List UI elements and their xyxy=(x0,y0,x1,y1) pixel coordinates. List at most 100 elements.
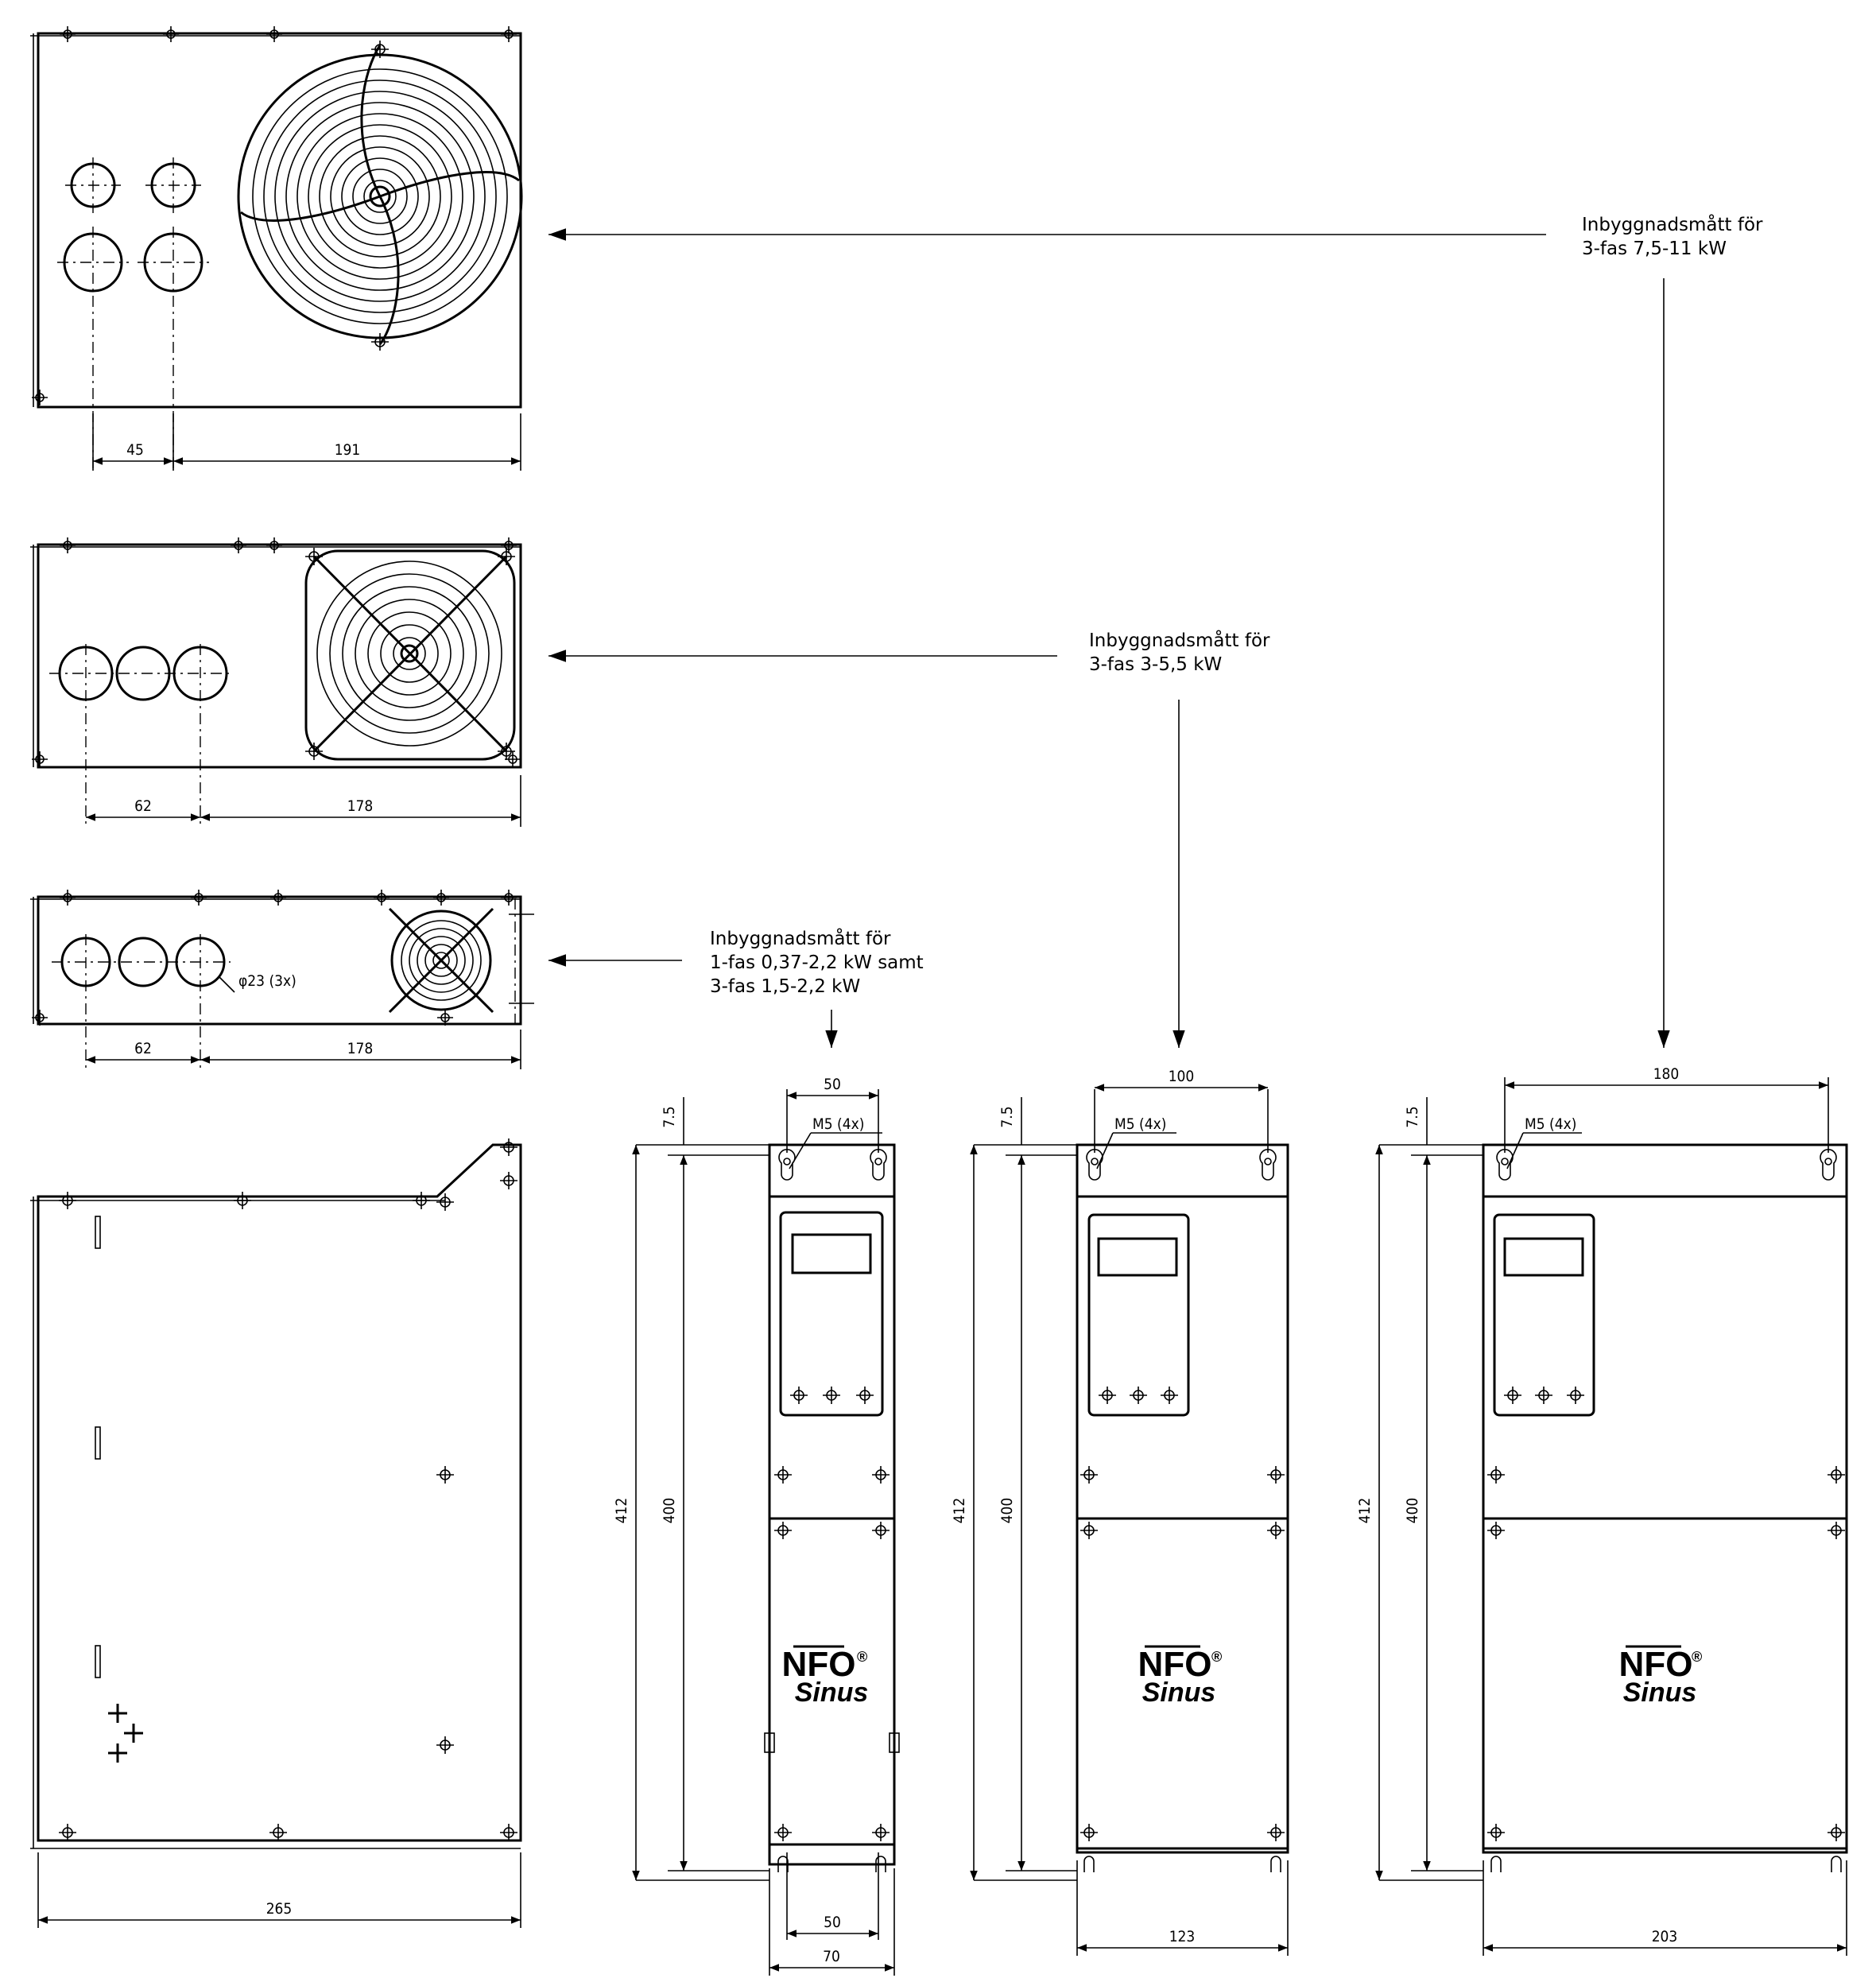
screw-mark xyxy=(371,333,389,351)
bolt-note-small: M5 (4x) xyxy=(812,1115,864,1133)
dim-front-medium-offset: 7.5 xyxy=(998,1106,1016,1127)
keyhole-slot xyxy=(1496,1149,1514,1181)
screw-mark xyxy=(191,890,207,906)
screw-mark xyxy=(270,890,286,906)
screw-mark xyxy=(436,1193,454,1211)
screw-mark xyxy=(1487,1522,1505,1539)
callout-medium: Inbyggnadsmått för 3-fas 3-5,5 kW xyxy=(548,629,1270,1048)
screw-mark xyxy=(59,1192,76,1209)
screw-mark xyxy=(59,1824,76,1841)
dim-front-small-width: 70 xyxy=(823,1948,840,1965)
screw-mark xyxy=(266,26,282,42)
screw-mark xyxy=(1130,1387,1147,1404)
screw-mark xyxy=(872,1824,890,1841)
dim-top-large-b: 191 xyxy=(335,441,361,459)
side-view: 265 xyxy=(30,1138,522,1928)
fan-grill-medium xyxy=(304,548,516,761)
label-medium-line1: Inbyggnadsmått för xyxy=(1089,629,1270,651)
screw-mark xyxy=(500,1138,517,1156)
callout-small: Inbyggnadsmått för 1-fas 0,37-2,2 kW sam… xyxy=(548,927,924,1048)
screw-mark xyxy=(231,537,246,553)
screw-mark xyxy=(32,751,48,767)
brand-logo: NFO xyxy=(1619,1645,1693,1684)
keyhole-slot xyxy=(1259,1149,1277,1181)
dim-front-large-inner: 400 xyxy=(1404,1498,1421,1524)
brand-sub: Sinus xyxy=(1623,1678,1697,1708)
screw-mark xyxy=(1161,1387,1178,1404)
top-view-large: 45 191 xyxy=(30,26,523,471)
screw-mark xyxy=(1267,1522,1285,1539)
screw-mark xyxy=(774,1522,792,1539)
cable-hole xyxy=(57,157,209,469)
screw-mark xyxy=(500,1172,517,1189)
hole-note: φ23 (3x) xyxy=(238,972,297,990)
bolt-note-medium: M5 (4x) xyxy=(1114,1115,1166,1133)
dim-front-medium-width: 123 xyxy=(1169,1928,1196,1945)
screw-mark xyxy=(374,890,390,906)
dim-front-large-top: 180 xyxy=(1653,1065,1680,1083)
screw-mark xyxy=(1828,1466,1845,1484)
screw-mark xyxy=(500,1824,517,1841)
screw-mark xyxy=(1099,1387,1116,1404)
screw-mark xyxy=(1828,1824,1845,1841)
screw-mark xyxy=(413,1192,430,1209)
screw-mark xyxy=(1080,1522,1098,1539)
cable-hole xyxy=(49,644,232,827)
cable-hole xyxy=(52,934,231,1069)
screw-mark xyxy=(1080,1824,1098,1841)
screw-mark xyxy=(774,1466,792,1484)
screw-mark xyxy=(1567,1387,1584,1404)
screw-mark xyxy=(305,548,323,565)
label-large-line1: Inbyggnadsmått för xyxy=(1582,213,1763,235)
label-medium-line2: 3-fas 3-5,5 kW xyxy=(1089,654,1222,675)
screw-mark xyxy=(1267,1824,1285,1841)
dim-front-small-top: 50 xyxy=(824,1076,841,1093)
label-small-line1: Inbyggnadsmått för xyxy=(710,927,891,949)
brand-registered-mark: ® xyxy=(1211,1649,1222,1665)
screw-mark xyxy=(60,890,76,906)
screw-mark xyxy=(32,390,48,405)
brand-registered-mark: ® xyxy=(1692,1649,1702,1665)
label-large-line2: 3-fas 7,5-11 kW xyxy=(1582,239,1727,259)
dim-front-medium-inner: 400 xyxy=(998,1498,1016,1524)
screw-mark xyxy=(1535,1387,1552,1404)
screw-mark xyxy=(60,537,76,553)
screw-mark xyxy=(234,1192,251,1209)
screw-mark xyxy=(872,1466,890,1484)
keyhole-slot xyxy=(870,1149,887,1181)
screw-mark xyxy=(371,41,389,58)
screw-mark xyxy=(1828,1522,1845,1539)
brand-sub: Sinus xyxy=(1142,1678,1216,1708)
screw-mark xyxy=(1487,1466,1505,1484)
screw-mark xyxy=(436,1466,454,1484)
brand-logo: NFO xyxy=(1138,1645,1212,1684)
front-view-medium: NFO ® Sinus 100 M5 (4x) 412 400 7.5 123 xyxy=(951,1068,1289,1956)
screw-mark xyxy=(266,537,282,553)
screw-mark xyxy=(856,1387,874,1404)
dim-side-depth: 265 xyxy=(266,1900,293,1918)
dim-front-small-offset: 7.5 xyxy=(661,1106,678,1127)
dim-front-small-inner: 400 xyxy=(661,1498,678,1524)
brand-registered-mark: ® xyxy=(857,1649,867,1665)
label-small-line2: 1-fas 0,37-2,2 kW samt xyxy=(710,952,924,973)
dim-top-small-a: 62 xyxy=(134,1040,152,1057)
dim-top-medium-b: 178 xyxy=(347,797,374,815)
screw-mark xyxy=(498,548,515,565)
dim-front-small-bottom: 50 xyxy=(824,1914,841,1931)
screw-mark xyxy=(501,537,517,553)
front-view-small: NFO ® Sinus 50 M5 (4x) 412 400 7.5 50 70 xyxy=(613,1076,900,1976)
keyhole-slot xyxy=(1820,1149,1837,1181)
screw-mark xyxy=(774,1824,792,1841)
dim-front-medium-top: 100 xyxy=(1169,1068,1195,1085)
screw-mark xyxy=(305,743,323,760)
dim-front-medium-outer: 412 xyxy=(951,1498,968,1524)
screw-mark xyxy=(872,1522,890,1539)
screw-mark xyxy=(505,751,521,767)
fan-grill-small xyxy=(388,898,534,1026)
dim-front-small-outer: 412 xyxy=(613,1498,630,1524)
top-view-small: φ23 (3x) 62 178 xyxy=(30,890,534,1069)
screw-mark xyxy=(437,1010,453,1026)
screw-mark xyxy=(790,1387,808,1404)
top-view-medium: 62 178 xyxy=(30,537,522,827)
